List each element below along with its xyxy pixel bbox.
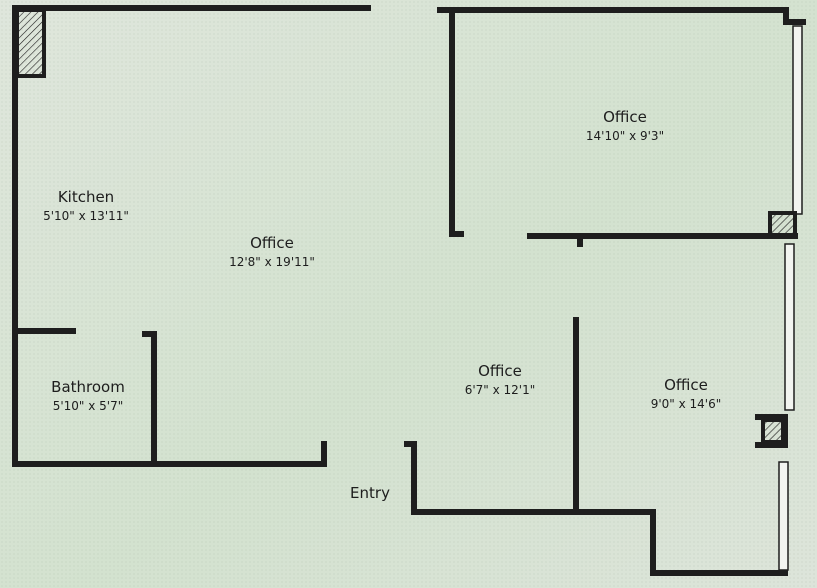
room-label-bathroom: Bathroom 5'10" x 5'7": [28, 377, 148, 415]
room-name: Kitchen: [57, 188, 115, 206]
wall-entry: [404, 441, 788, 576]
room-dimensions: 5'10" x 13'11": [43, 209, 129, 223]
room-dimensions: 9'0" x 14'6": [650, 397, 722, 411]
window-lower: [778, 461, 789, 571]
wall-upper-office: [437, 7, 806, 25]
room-dimensions: 14'10" x 9'3": [585, 129, 665, 143]
columns: [15, 8, 797, 444]
window-upper: [792, 25, 803, 215]
room-label-office-main: Office 12'8" x 19'11": [212, 233, 332, 271]
room-name: Office: [478, 362, 522, 380]
column-right-upper: [768, 211, 797, 239]
room-dimensions: 6'7" x 12'1": [464, 383, 536, 397]
room-label-office-lower-right: Office 9'0" x 14'6": [626, 375, 746, 413]
room-dimensions: 5'10" x 5'7": [52, 399, 124, 413]
wall-upper-office-left: [449, 7, 464, 237]
wall-bathroom-right: [142, 331, 157, 467]
room-label-office-center: Office 6'7" x 12'1": [440, 361, 560, 399]
room-label-kitchen: Kitchen 5'10" x 13'11": [26, 187, 146, 225]
room-name: Bathroom: [51, 378, 125, 396]
room-name: Office: [664, 376, 708, 394]
column-top-left: [15, 8, 46, 78]
entry-name: Entry: [350, 484, 390, 502]
room-name: Office: [250, 234, 294, 252]
column-right-lower: [761, 418, 785, 444]
entry-label: Entry: [330, 483, 410, 503]
room-dimensions: 12'8" x 19'11": [229, 255, 315, 269]
room-name: Office: [603, 108, 647, 126]
walls: [12, 5, 806, 576]
windows: [778, 25, 803, 571]
room-label-office-upper-right: Office 14'10" x 9'3": [560, 107, 690, 145]
wall-left-block-outer: [12, 5, 371, 467]
window-middle: [784, 243, 795, 411]
